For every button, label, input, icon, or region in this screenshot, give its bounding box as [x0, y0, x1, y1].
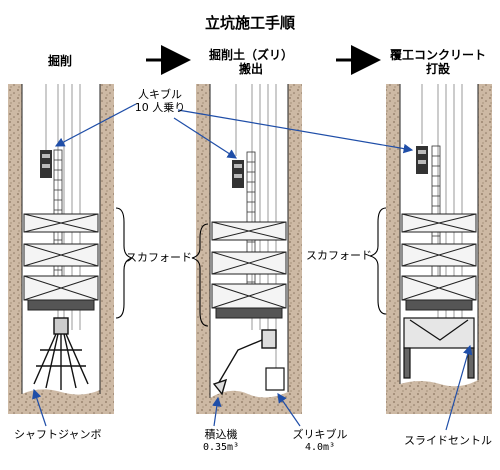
page-title: 立坑施工手順	[204, 14, 295, 32]
scaffold-3	[401, 213, 477, 311]
callout-arrow-slide	[445, 344, 473, 431]
man-kibble-label: 人キブル 10 人乗り	[124, 88, 196, 114]
step-3-label-line2: 打設	[425, 62, 450, 76]
muck-kibble	[265, 367, 285, 391]
slide-central-label: スライドセントル	[404, 434, 492, 447]
step-2-label: 掘削土（ズリ） 搬出	[196, 48, 306, 76]
step-3-label-line1: 覆工コンクリート	[389, 48, 486, 62]
callout-arrow-kibble-3	[177, 109, 414, 154]
callout-arrow-kibble-2	[173, 117, 238, 159]
loader-label-capacity: 0.35m³	[202, 442, 240, 453]
man-kibble-label-line2: 10 人乗り	[134, 101, 186, 114]
scaffold-brace-right	[191, 223, 209, 327]
scaffold-label-right: スカフォード	[306, 249, 372, 262]
step-1-label: 掘削	[47, 54, 72, 68]
shaft-excavation	[8, 84, 114, 414]
shaft-jumbo-label: シャフトジャンボ	[14, 428, 102, 441]
step-2-label-line2: 搬出	[238, 62, 263, 76]
callout-arrow-kibble-1	[54, 103, 137, 147]
man-kibble-label-line1: 人キブル	[138, 88, 182, 101]
shaft-muck-removal	[196, 84, 302, 414]
muck-kibble-label-name: ズリキブル	[292, 428, 348, 441]
scaffold-1	[23, 213, 99, 311]
scaffold-brace-left	[115, 207, 133, 319]
step-2-label-line1: 掘削土（ズリ）	[208, 48, 293, 62]
muck-kibble-label-capacity: 4.0m³	[304, 442, 336, 453]
scaffold-2	[211, 221, 287, 319]
loader-label-name: 積込機	[204, 428, 238, 441]
loader	[212, 329, 277, 396]
callout-arrow-muck	[277, 393, 301, 427]
slide-central-form	[403, 317, 475, 379]
muck-kibble-label: ズリキブル 4.0m³	[284, 428, 356, 454]
callout-arrow-jumbo	[32, 388, 47, 427]
scaffold-label-left: スカフォード	[126, 251, 192, 264]
shaft-jumbo	[33, 317, 89, 390]
scaffold-brace-third	[369, 207, 387, 315]
loader-label: 積込機 0.35m³	[196, 428, 246, 454]
step-3-label: 覆工コンクリート 打設	[378, 48, 498, 76]
shaft-lining	[386, 84, 492, 414]
callout-arrow-loader	[212, 396, 222, 427]
